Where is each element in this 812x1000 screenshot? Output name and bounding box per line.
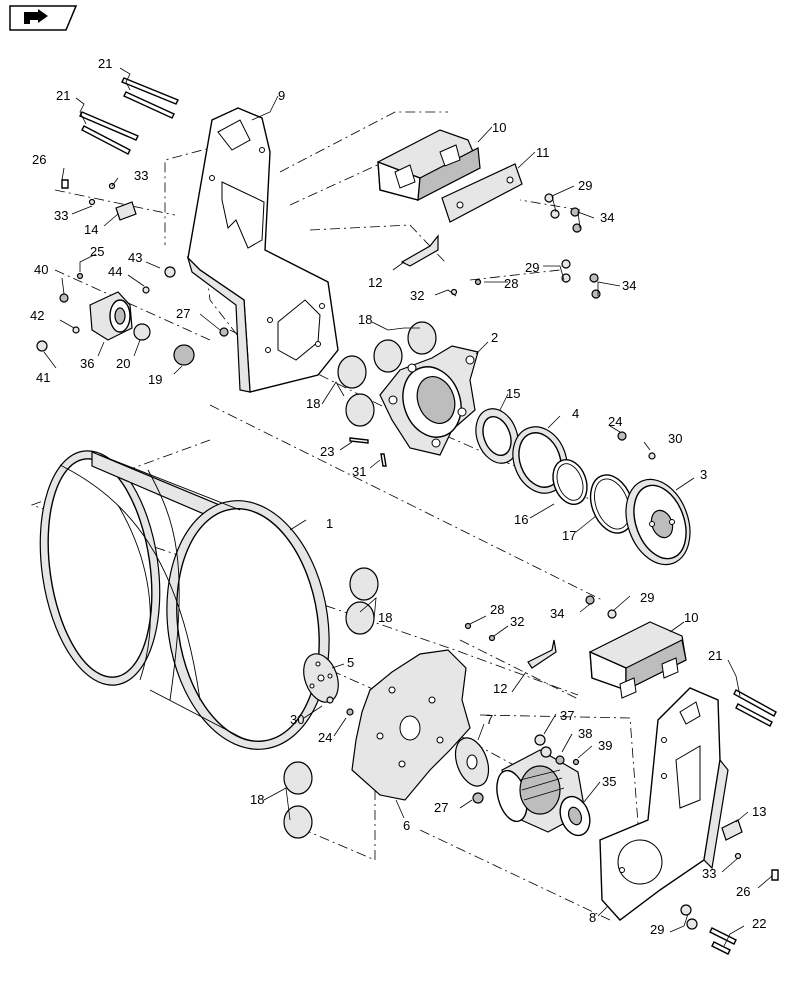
part-upper-mount-plate xyxy=(186,107,339,393)
callout-22: 22 xyxy=(752,916,766,931)
callout-16: 16 xyxy=(514,512,528,527)
callout-32-a: 32 xyxy=(410,288,424,303)
callout-21-b: 21 xyxy=(56,88,70,103)
part-bracket-lower xyxy=(527,639,557,669)
small-hardware xyxy=(36,77,779,955)
callout-13: 13 xyxy=(752,804,766,819)
callout-11: 11 xyxy=(536,145,550,160)
part-bracket-upper xyxy=(400,234,439,267)
callout-36: 36 xyxy=(80,356,94,371)
callout-29-b: 29 xyxy=(525,260,539,275)
callout-43: 43 xyxy=(128,250,142,265)
callout-8: 8 xyxy=(589,910,596,925)
part-spider-plate xyxy=(351,649,471,801)
callout-24-a: 24 xyxy=(608,414,622,429)
part-end-cover xyxy=(625,478,691,566)
callout-14: 14 xyxy=(84,222,98,237)
callout-27-a: 27 xyxy=(176,306,190,321)
callout-21-a: 21 xyxy=(98,56,112,71)
callout-28-a: 28 xyxy=(504,276,518,291)
callout-7: 7 xyxy=(486,712,493,727)
callout-31: 31 xyxy=(352,464,366,479)
callout-3: 3 xyxy=(700,467,707,482)
leader-lines xyxy=(43,67,773,947)
callout-1: 1 xyxy=(326,516,333,531)
callout-41: 41 xyxy=(36,370,50,385)
part-wear-plate-upper xyxy=(441,163,523,223)
callout-39: 39 xyxy=(598,738,612,753)
callout-30-a: 30 xyxy=(668,431,682,446)
callout-17: 17 xyxy=(562,528,576,543)
part-cover-block-upper xyxy=(377,129,481,202)
callout-33-c: 33 xyxy=(702,866,716,881)
callout-29-a: 29 xyxy=(578,178,592,193)
callout-27-b: 27 xyxy=(434,800,448,815)
callout-12-lower: 12 xyxy=(493,681,507,696)
callout-30-b: 30 xyxy=(290,712,304,727)
callout-34-a: 34 xyxy=(600,210,614,225)
part-lower-mount-plate xyxy=(599,687,729,921)
part-gasket xyxy=(454,737,490,787)
callout-21-c: 21 xyxy=(708,648,722,663)
callout-18-a: 18 xyxy=(358,312,372,327)
callout-15: 15 xyxy=(506,386,520,401)
callout-6: 6 xyxy=(403,818,410,833)
callout-23: 23 xyxy=(320,444,334,459)
part-spider-hub xyxy=(379,345,479,456)
callout-38: 38 xyxy=(578,726,592,741)
callout-33-b: 33 xyxy=(54,208,68,223)
callout-42: 42 xyxy=(30,308,44,323)
callout-40: 40 xyxy=(34,262,48,277)
part-drive-motor xyxy=(496,749,591,837)
part-bearing xyxy=(475,408,519,464)
part-retainer-ring xyxy=(512,426,568,494)
callout-4: 4 xyxy=(572,406,579,421)
callout-37: 37 xyxy=(560,708,574,723)
callout-18-d: 18 xyxy=(250,792,264,807)
callout-33-a: 33 xyxy=(134,168,148,183)
callout-18-c: 18 xyxy=(378,610,392,625)
callout-29-c: 29 xyxy=(640,590,654,605)
part-cover-block-lower xyxy=(589,621,687,699)
callout-12-upper: 12 xyxy=(368,275,382,290)
callout-34-c: 34 xyxy=(550,606,564,621)
back-arrow-icon[interactable] xyxy=(9,5,78,31)
part-snap-ring xyxy=(552,459,588,505)
callout-10-lower: 10 xyxy=(684,610,698,625)
callout-24-b: 24 xyxy=(318,730,332,745)
callout-28-b: 28 xyxy=(490,602,504,617)
callout-5: 5 xyxy=(347,655,354,670)
callout-29-d: 29 xyxy=(650,922,664,937)
callout-18-b: 18 xyxy=(306,396,320,411)
callout-25: 25 xyxy=(90,244,104,259)
callout-26-b: 26 xyxy=(736,884,750,899)
callout-9: 9 xyxy=(278,88,285,103)
callout-19: 19 xyxy=(148,372,162,387)
part-hydraulic-motor xyxy=(89,291,133,341)
callout-44: 44 xyxy=(108,264,122,279)
callout-20: 20 xyxy=(116,356,130,371)
callout-35: 35 xyxy=(602,774,616,789)
part-drum-shell xyxy=(39,450,330,750)
callout-26-a: 26 xyxy=(32,152,46,167)
callout-10-upper: 10 xyxy=(492,120,506,135)
callout-32-b: 32 xyxy=(510,614,524,629)
callout-2: 2 xyxy=(491,330,498,345)
callout-labels: 1 2 3 4 5 6 7 8 9 10 10 11 12 12 13 14 1… xyxy=(30,56,766,937)
callout-34-b: 34 xyxy=(622,278,636,293)
